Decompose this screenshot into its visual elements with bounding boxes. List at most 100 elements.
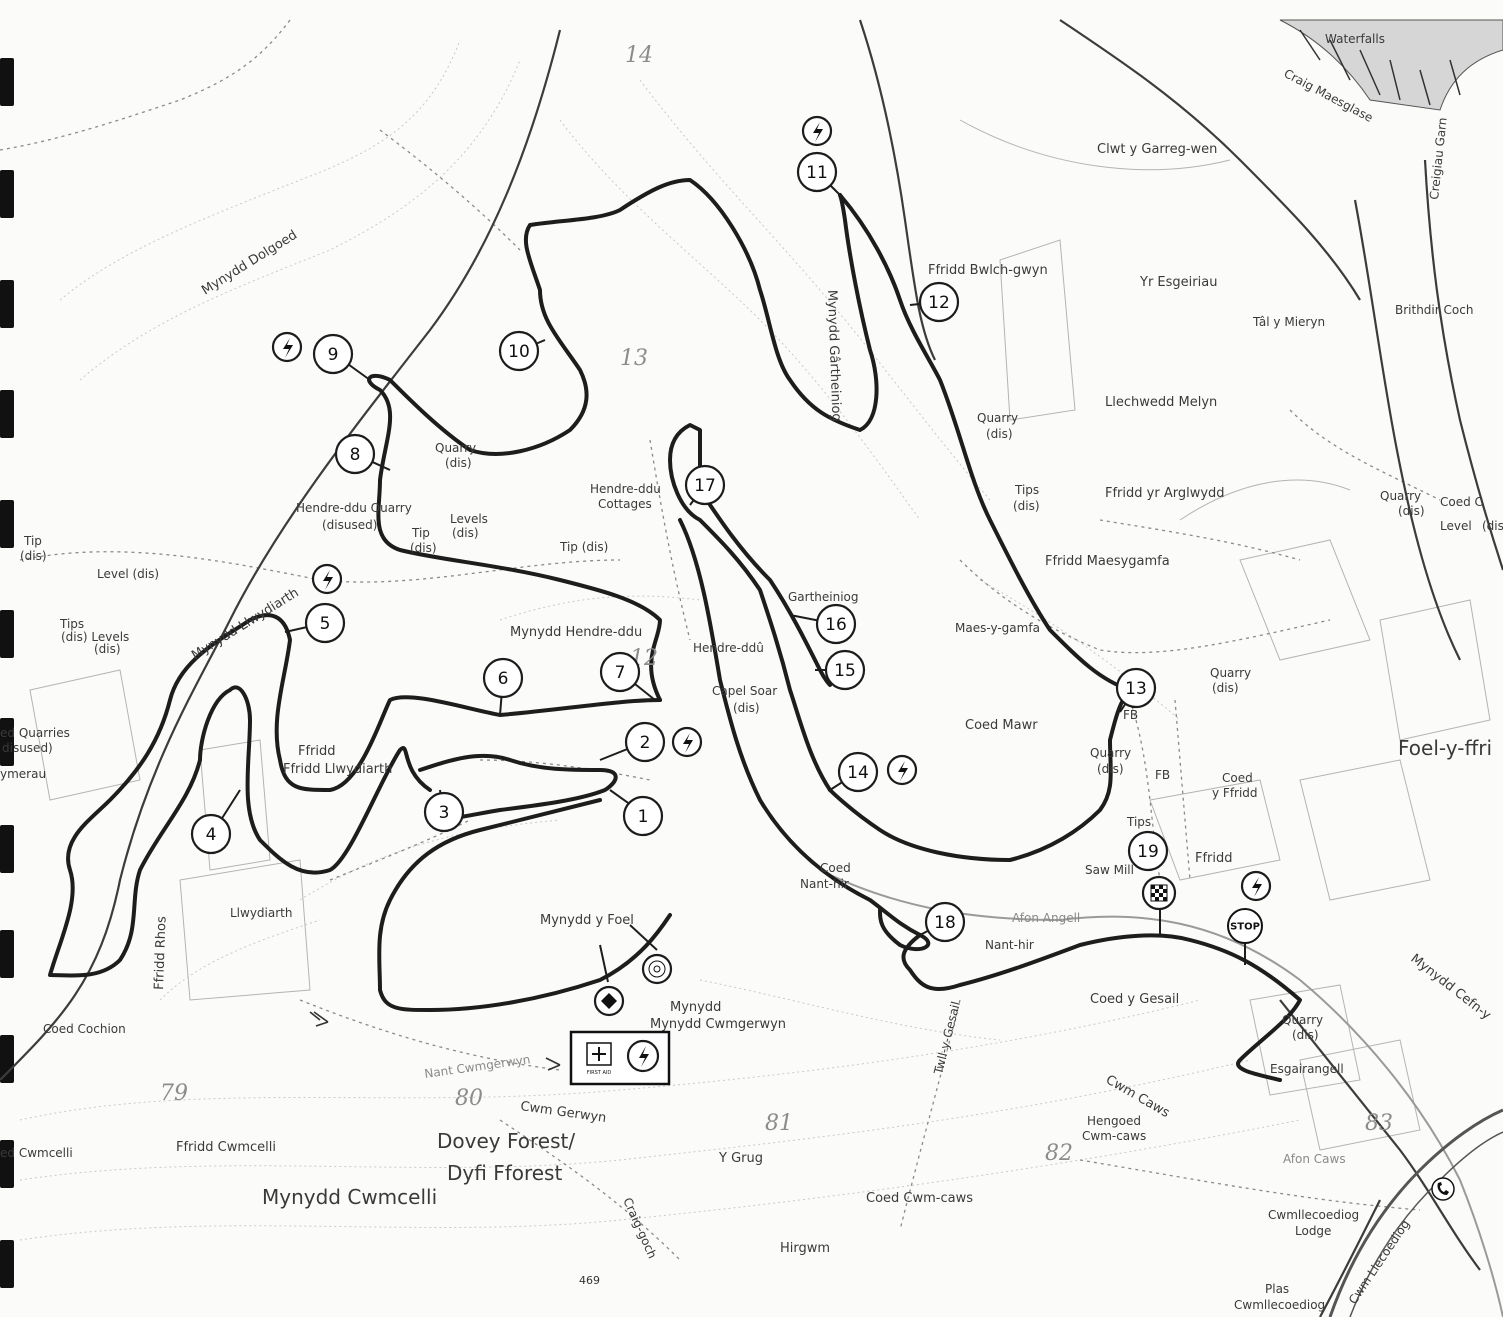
- label-saw-mill: Saw Mill: [1085, 863, 1134, 877]
- label-quarry-r: Quarry: [1210, 666, 1251, 680]
- label-waterfalls: Waterfalls: [1325, 32, 1385, 46]
- checkpoint-1[interactable]: 1: [622, 795, 664, 837]
- label-quarry-r-dis: (dis): [1212, 681, 1239, 695]
- lightning-symbols: [271, 115, 1272, 902]
- label-fb-1: FB: [1123, 708, 1138, 722]
- checkpoint-7[interactable]: 7: [599, 651, 641, 693]
- direction-arrows: [309, 1011, 561, 1071]
- label-creigiau-garn: Creigiau Garn: [1427, 117, 1450, 200]
- label-levels-dis: (dis): [452, 526, 479, 540]
- svg-text:STOP: STOP: [1230, 922, 1260, 933]
- label-tip-left: Tip: [23, 534, 42, 548]
- svg-text:5: 5: [320, 614, 331, 634]
- label-quarry-far-r: Quarry: [1380, 489, 1421, 503]
- label-cwm-gerwyn: Cwm Gerwyn: [519, 1099, 607, 1126]
- label-llechwedd-melyn: Llechwedd Melyn: [1105, 395, 1217, 410]
- label-capel-soar: Capel Soar: [712, 684, 777, 698]
- grid-numbers: 14 13 79 80 81 82 12 83: [160, 43, 1393, 1166]
- label-tip-near-8: Tip: [411, 526, 430, 540]
- checkpoint-4[interactable]: 4: [190, 813, 232, 855]
- svg-text:4: 4: [206, 825, 217, 845]
- binder-holes: [0, 58, 14, 1288]
- label-ffridd-maesygamfa: Ffridd Maesygamfa: [1045, 554, 1170, 569]
- svg-text:19: 19: [1137, 842, 1159, 862]
- svg-text:FIRST AID: FIRST AID: [587, 1070, 612, 1076]
- label-hendre-ddu-quarry: Hendre-ddu Quarry: [296, 501, 412, 515]
- checkpoint-13[interactable]: 13: [1115, 667, 1157, 709]
- label-cwmllecoediog-lodge-2: Lodge: [1295, 1224, 1331, 1238]
- label-level-dis: Level (dis): [97, 567, 159, 581]
- start-flag-icon: [593, 985, 625, 1017]
- svg-text:13: 13: [620, 346, 648, 371]
- lightning-bolt-icon: [271, 331, 303, 363]
- label-ffridd-rhos: Ffridd Rhos: [152, 916, 170, 990]
- svg-text:7: 7: [615, 663, 626, 683]
- label-afon-caws: Afon Caws: [1283, 1152, 1346, 1166]
- label-quarry-br-dis: (dis): [1292, 1028, 1319, 1042]
- label-craig-goch: Craig-goch: [620, 1196, 659, 1261]
- first-aid-box: FIRST AID: [569, 1030, 671, 1086]
- svg-text:2: 2: [640, 733, 651, 753]
- lightning-bolt-icon: [801, 115, 833, 147]
- label-maes-y-gamfa: Maes-y-gamfa: [955, 621, 1040, 635]
- label-level-far-r-dis: (dis): [1482, 519, 1503, 533]
- svg-text:1: 1: [638, 807, 649, 827]
- lightning-bolt-icon: [311, 563, 343, 595]
- label-hirgwm: Hirgwm: [780, 1241, 830, 1256]
- label-mynydd-dolgoed: Mynydd Dolgoed: [199, 228, 300, 299]
- road: [1328, 1108, 1503, 1317]
- checkpoint-8[interactable]: 8: [334, 433, 376, 475]
- label-mynydd-cwmgerwyn: Mynydd Cwmgerwyn: [650, 1017, 786, 1032]
- label-tips-tr: Tips: [1014, 483, 1039, 497]
- label-coed-mawr: Coed Mawr: [965, 718, 1038, 733]
- checkpoint-12[interactable]: 12: [918, 281, 960, 323]
- label-dyfi-fforest: Dyfi Fforest: [447, 1161, 562, 1185]
- label-llwydiarth: Llwydiarth: [230, 906, 292, 920]
- svg-text:17: 17: [694, 476, 716, 496]
- svg-text:14: 14: [847, 763, 869, 783]
- svg-text:81: 81: [765, 1111, 793, 1136]
- checkpoint-5[interactable]: 5: [304, 602, 346, 644]
- label-dovey-forest: Dovey Forest/: [437, 1129, 575, 1153]
- label-mynydd-gartheiniog: Mynydd Gârtheiniog: [824, 290, 844, 422]
- svg-text:15: 15: [834, 661, 856, 681]
- lightning-bolt-icon: [626, 1039, 660, 1073]
- checkpoint-14[interactable]: 14: [837, 751, 879, 793]
- label-mynydd-cefn: Mynydd Cefn-y: [1408, 951, 1494, 1023]
- checkpoint-3[interactable]: 3: [423, 791, 465, 833]
- svg-text:6: 6: [498, 669, 509, 689]
- checkpoint-19[interactable]: 19: [1127, 830, 1169, 872]
- label-quarry-13-dis: (dis): [1097, 762, 1124, 776]
- checkpoint-15[interactable]: 15: [824, 649, 866, 691]
- label-quarry-br: Quarry: [1282, 1013, 1323, 1027]
- label-tips-left-levels: (dis) Levels: [61, 630, 129, 644]
- svg-text:11: 11: [806, 163, 828, 183]
- checkpoint-17[interactable]: 17: [684, 464, 726, 506]
- checkpoint-16[interactable]: 16: [815, 603, 857, 645]
- checkpoint-2[interactable]: 2: [624, 721, 666, 763]
- checkpoint-11[interactable]: 11: [796, 151, 838, 193]
- svg-text:79: 79: [160, 1081, 188, 1106]
- label-yr-esgeiriau: Yr Esgeiriau: [1139, 275, 1217, 290]
- label-esgairangell: Esgairangell: [1270, 1062, 1344, 1076]
- label-cwmllecoediog-lodge-1: Cwmllecoediog: [1268, 1208, 1359, 1222]
- label-plas-2: Cwmllecoediog: [1234, 1298, 1325, 1312]
- label-hendre-ddu: Hendre-ddû: [693, 641, 764, 655]
- label-quarry-13: Quarry: [1090, 746, 1131, 760]
- target-icon: [641, 953, 673, 985]
- label-fb-2: FB: [1155, 768, 1170, 782]
- checkpoint-6[interactable]: 6: [482, 657, 524, 699]
- label-mynydd-cwmcelli: Mynydd Cwmcelli: [262, 1185, 437, 1209]
- label-brithdir-coch: Brithdir Coch: [1395, 303, 1473, 317]
- label-levels: Levels: [450, 512, 488, 526]
- checkpoint-9[interactable]: 9: [312, 333, 354, 375]
- label-tips-left-dis2: (dis): [94, 642, 121, 656]
- checkpoint-18[interactable]: 18: [924, 901, 966, 943]
- checkpoint-10[interactable]: 10: [498, 330, 540, 372]
- label-level-far-r: Level: [1440, 519, 1472, 533]
- route-lines: [48, 178, 1302, 1082]
- label-foel-y-ffridd: Foel-y-ffri: [1398, 736, 1492, 760]
- checkpoints: 1 2 3 4 5 6 7 8 9 10 11 12 13 14 15 16 1…: [190, 151, 1169, 943]
- label-ffridd-llwydiarth: Ffridd Llwydiarth: [283, 762, 392, 777]
